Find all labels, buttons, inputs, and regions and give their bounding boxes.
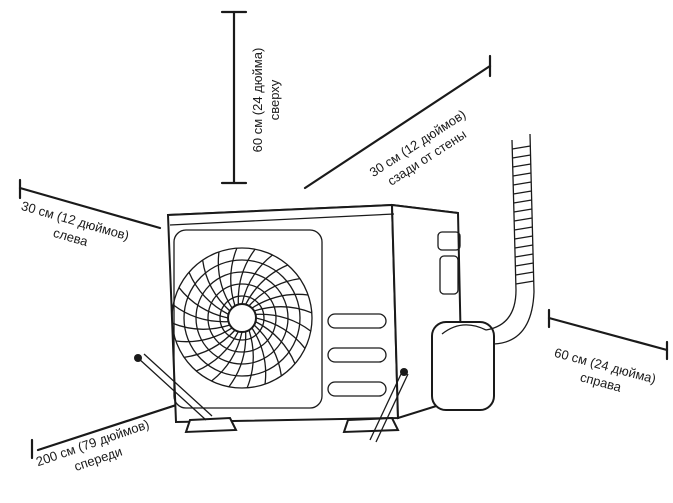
- fan-grille-frame: [173, 229, 323, 409]
- anchor-bolt-left: [134, 353, 213, 421]
- fan-guard: [171, 247, 313, 389]
- dimension-line-left: [18, 178, 162, 230]
- label-top-clearance: 60 см (24 дюйма)сверху: [250, 48, 282, 153]
- anchor-bolt-right: [369, 368, 409, 443]
- pipe-bundle: [485, 133, 535, 345]
- label-right-clearance: 60 см (24 дюйма)справа: [548, 345, 657, 403]
- dimension-line-top: [220, 10, 248, 185]
- unit-foot-left: [184, 416, 238, 434]
- label-rear-clearance: 30 см (12 дюймов)сзади от стены: [367, 107, 478, 195]
- valve-body: [439, 255, 459, 295]
- unit-foot-right: [342, 416, 400, 434]
- vent-louvers: [327, 313, 387, 397]
- label-front-clearance: 200 см (79 дюймов)спереди: [34, 416, 157, 485]
- terminal-cover: [431, 321, 495, 411]
- dimension-line-rear: [303, 54, 492, 190]
- outdoor-unit: [166, 203, 495, 434]
- service-valve: [437, 231, 461, 251]
- dimension-line-right: [547, 308, 669, 361]
- label-left-clearance: 30 см (12 дюймов)слева: [15, 198, 131, 260]
